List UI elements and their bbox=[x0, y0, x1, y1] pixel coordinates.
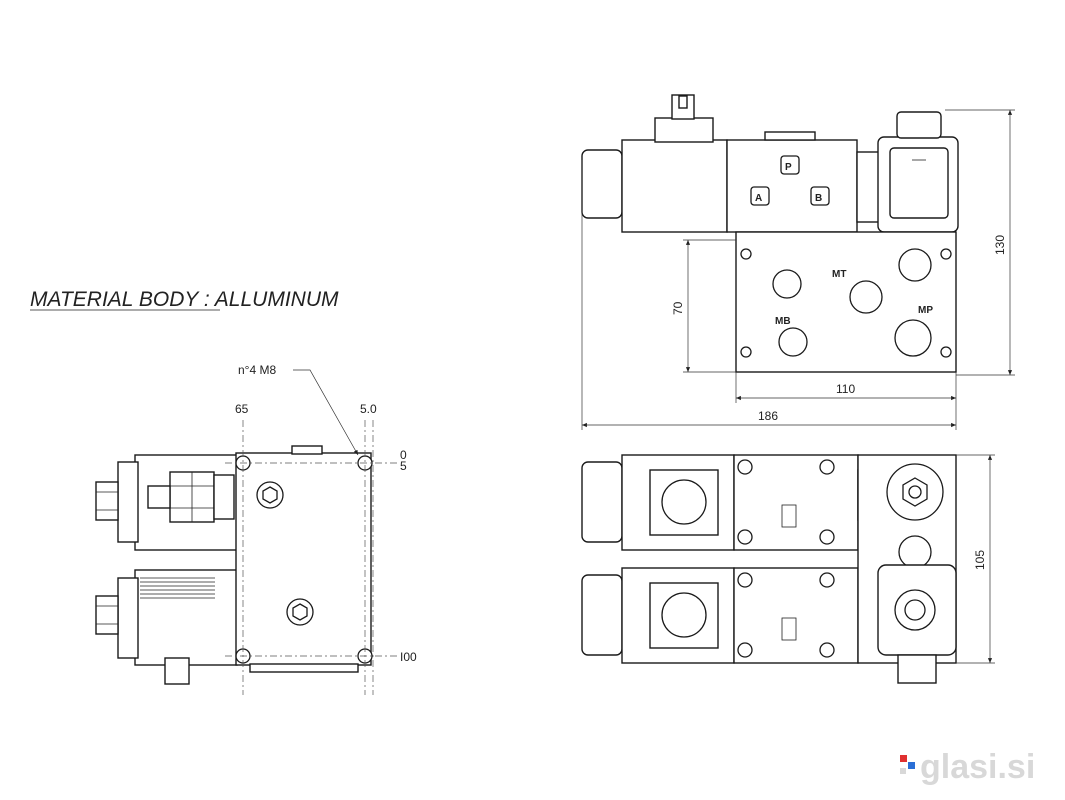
port bbox=[898, 535, 932, 569]
dim-110: 110 bbox=[836, 382, 855, 396]
dim-130: 130 bbox=[993, 235, 1007, 255]
material-title: MATERIAL BODY : ALLUMINUM bbox=[30, 288, 339, 311]
dim-0: 0 bbox=[400, 448, 407, 462]
watermark-icon bbox=[900, 755, 915, 774]
valve-block-side bbox=[235, 452, 372, 666]
dim-65: 65 bbox=[235, 402, 249, 416]
top-view: 105 bbox=[581, 454, 995, 684]
dim-100: I00 bbox=[400, 650, 417, 664]
port-label-mb: MB bbox=[775, 316, 791, 327]
port-label-mt: MT bbox=[832, 269, 846, 280]
material-label: MATERIAL BODY bbox=[30, 288, 200, 311]
dim-186: 186 bbox=[758, 409, 778, 423]
valve-top bbox=[733, 454, 859, 551]
dim-5: 5 bbox=[400, 459, 407, 473]
material-value: ALLUMINUM bbox=[213, 288, 339, 311]
port bbox=[772, 269, 802, 299]
port bbox=[898, 248, 932, 282]
port-label-mp: MP bbox=[918, 305, 933, 316]
front-view: P A B MT MB MP 130 70 110 bbox=[581, 94, 1015, 430]
solenoid-coil-bottom bbox=[134, 569, 238, 666]
thread-callout: n°4 M8 bbox=[238, 363, 276, 377]
valve-bottom bbox=[733, 567, 859, 664]
port-mt bbox=[849, 280, 883, 314]
port-letter-p: P bbox=[785, 162, 792, 173]
valve-body bbox=[726, 139, 858, 233]
side-view: 65 5.0 0 5 I00 n°4 M8 bbox=[95, 363, 417, 695]
watermark-logo: glasi.si bbox=[900, 748, 1035, 786]
dim-5-0: 5.0 bbox=[360, 402, 377, 416]
port-mp bbox=[894, 319, 932, 357]
port-letter-a: A bbox=[755, 193, 762, 204]
port-mb bbox=[778, 327, 808, 357]
port-letter-b: B bbox=[815, 193, 822, 204]
dim-105: 105 bbox=[973, 550, 987, 570]
dim-70: 70 bbox=[671, 301, 685, 315]
svg-text:MATERIAL BODY : ALLUMINUM: MATERIAL BODY : ALLUMINUM bbox=[30, 288, 339, 311]
material-separator: : bbox=[198, 288, 215, 311]
watermark-text: glasi.si bbox=[920, 748, 1035, 786]
